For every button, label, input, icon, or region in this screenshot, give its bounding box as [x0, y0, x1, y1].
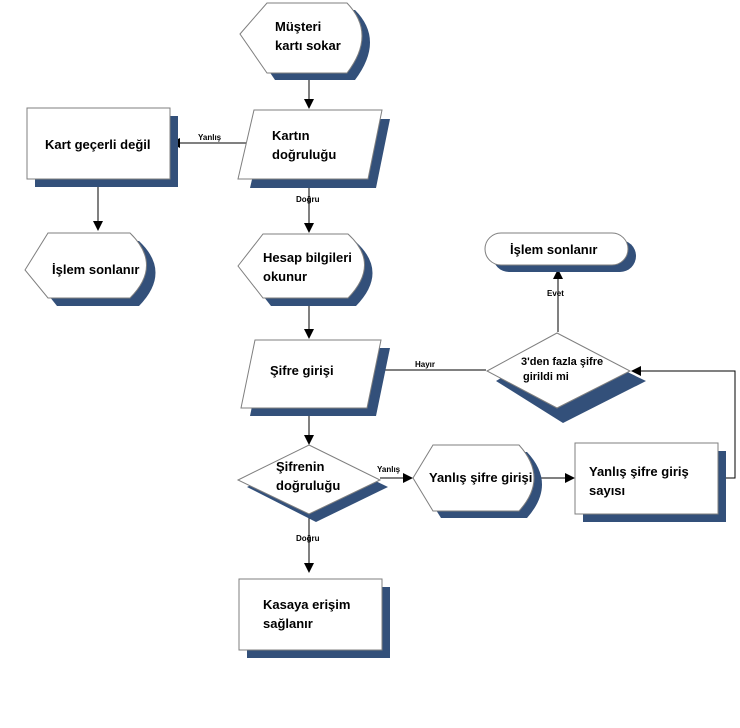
node-sifre-girisi: Şifre girişi — [240, 339, 390, 416]
node-kasaya-erisim: Kasaya erişim sağlanır — [238, 578, 390, 658]
svg-text:girildi mi: girildi mi — [523, 371, 569, 383]
svg-text:Yanlış şifre girişi: Yanlış şifre girişi — [429, 470, 532, 485]
svg-text:Müşteri: Müşteri — [275, 19, 321, 34]
svg-text:kartı sokar: kartı sokar — [275, 38, 341, 53]
edge-label-kart-yanlis: Yanlış — [198, 133, 222, 142]
node-sifrenin-dogrulugu: Şifrenin doğruluğu — [236, 444, 388, 522]
edge-label-kart-dogru: Doğru — [296, 195, 320, 204]
svg-text:Kartın: Kartın — [272, 128, 310, 143]
svg-text:İşlem sonlanır: İşlem sonlanır — [52, 262, 139, 277]
svg-text:Hesap bilgileri: Hesap bilgileri — [263, 250, 352, 265]
svg-text:Şifre girişi: Şifre girişi — [270, 363, 334, 378]
edge-label-hayir: Hayır — [415, 360, 435, 369]
node-islem-sonlanir-right: İşlem sonlanır — [484, 232, 636, 272]
node-musteri-karti: Müşteri kartı sokar — [239, 2, 370, 80]
node-yanlis-sifre-sayisi: Yanlış şifre giriş sayısı — [574, 442, 726, 522]
node-yanlis-sifre-girisi: Yanlış şifre girişi — [412, 444, 542, 518]
svg-text:Kasaya erişim: Kasaya erişim — [263, 597, 350, 612]
svg-text:İşlem sonlanır: İşlem sonlanır — [510, 242, 597, 257]
svg-text:doğruluğu: doğruluğu — [272, 147, 336, 162]
svg-text:doğruluğu: doğruluğu — [276, 478, 340, 493]
node-kart-gecersiz: Kart geçerli değil — [26, 107, 178, 187]
edge-label-sifre-dogru: Doğru — [296, 534, 320, 543]
svg-text:okunur: okunur — [263, 269, 307, 284]
edge-sayi-to-fazla — [631, 366, 736, 479]
edge-labels: Yanlış Doğru Evet Hayır Yanlış Doğru — [198, 133, 564, 543]
edge-label-evet: Evet — [547, 289, 564, 298]
node-hesap-bilgileri: Hesap bilgileri okunur — [237, 233, 373, 306]
svg-text:sağlanır: sağlanır — [263, 616, 313, 631]
node-fazla-sifre: 3'den fazla şifre girildi mi — [485, 332, 646, 423]
edge-label-sifre-yanlis: Yanlış — [377, 465, 401, 474]
svg-text:Kart geçerli değil: Kart geçerli değil — [45, 137, 150, 152]
node-islem-sonlanir-left: İşlem sonlanır — [24, 232, 156, 306]
svg-text:Yanlış şifre giriş: Yanlış şifre giriş — [589, 464, 689, 479]
svg-text:sayısı: sayısı — [589, 483, 625, 498]
svg-text:3'den fazla şifre: 3'den fazla şifre — [521, 356, 603, 368]
node-kartin-dogrulugu: Kartın doğruluğu — [237, 109, 390, 188]
svg-text:Şifrenin: Şifrenin — [276, 459, 324, 474]
